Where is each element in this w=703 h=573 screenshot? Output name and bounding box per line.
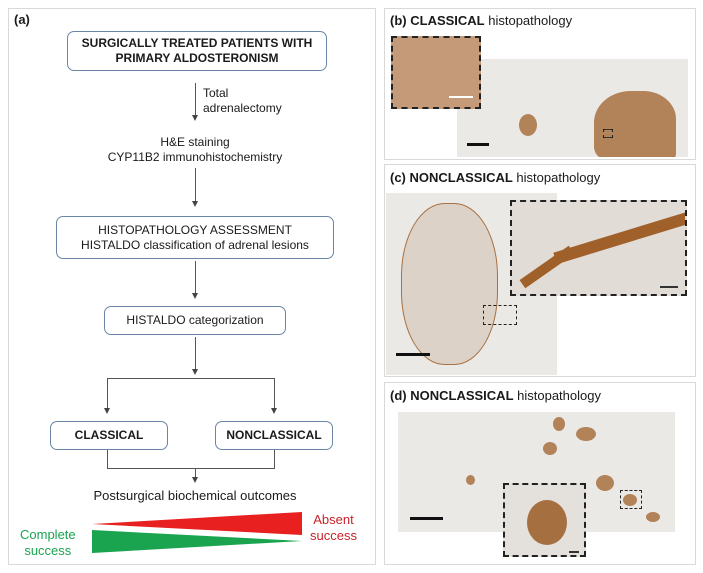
panel-d-bold: NONCLASSICAL xyxy=(410,388,514,403)
absent-line1: Absent xyxy=(313,512,354,527)
categorization-box: HISTALDO categorization xyxy=(104,306,286,335)
connector-5 xyxy=(195,468,196,478)
connector-4 xyxy=(195,337,196,370)
stained-nodule xyxy=(466,475,475,485)
panel-c-bold: NONCLASSICAL xyxy=(409,170,513,185)
categorization-text: HISTALDO categorization xyxy=(126,313,264,327)
panel-b-bold: CLASSICAL xyxy=(410,13,485,28)
stained-band xyxy=(553,211,685,265)
step2-line1: H&E staining xyxy=(160,135,230,149)
merge-right xyxy=(274,450,275,468)
stained-lesion xyxy=(594,91,676,157)
step-adrenalectomy: Total adrenalectomy xyxy=(203,86,282,116)
classical-inset xyxy=(391,36,481,109)
inset-scale-bar xyxy=(449,96,473,98)
stained-region xyxy=(519,114,537,136)
panel-c-title: (c) NONCLASSICAL histopathology xyxy=(390,170,600,185)
stained-nodule xyxy=(596,475,614,491)
absent-line2: success xyxy=(310,528,357,543)
panel-a-flowchart xyxy=(8,8,376,565)
absent-success-wedge xyxy=(92,512,302,535)
arrow-4-icon xyxy=(192,369,198,375)
step2-line2: CYP11B2 immunohistochemistry xyxy=(107,150,283,164)
panel-d-rest: histopathology xyxy=(513,388,601,403)
start-box-line2: PRIMARY ALDOSTERONISM xyxy=(115,51,279,65)
inset-scale-bar xyxy=(569,551,579,553)
stained-nodule xyxy=(553,417,565,431)
complete-success-wedge xyxy=(92,530,302,553)
classical-text: CLASSICAL xyxy=(74,428,144,442)
absent-success-label: Absent success xyxy=(310,512,357,544)
outcomes-text: Postsurgical biochemical outcomes xyxy=(93,488,297,503)
stained-nodule xyxy=(646,512,660,522)
assessment-line1: HISTOPATHOLOGY ASSESSMENT xyxy=(98,222,292,237)
merge-left xyxy=(107,450,108,468)
nonclassical-inset-d xyxy=(503,483,586,557)
arrow-5-icon xyxy=(192,477,198,483)
roi-box xyxy=(483,305,517,325)
roi-box xyxy=(603,129,613,138)
arrow-right-icon xyxy=(271,408,277,414)
arrow-3-icon xyxy=(192,293,198,299)
arrow-2-icon xyxy=(192,201,198,207)
stained-band xyxy=(519,245,575,289)
panel-a-label: (a) xyxy=(14,12,30,27)
classical-histology-image xyxy=(457,59,688,157)
assessment-box: HISTOPATHOLOGY ASSESSMENT HISTALDO class… xyxy=(56,216,334,259)
start-box-line1: SURGICALLY TREATED PATIENTS WITH xyxy=(81,36,313,50)
classical-box: CLASSICAL xyxy=(50,421,168,450)
panel-b-title: (b) CLASSICAL histopathology xyxy=(390,13,572,28)
stained-nodule xyxy=(576,427,596,441)
stained-nodule xyxy=(623,494,637,506)
split-line xyxy=(107,378,275,379)
inset-scale-bar xyxy=(660,286,678,288)
stained-nodule xyxy=(543,442,557,455)
panel-c-letter: (c) xyxy=(390,170,406,185)
stained-nodule xyxy=(527,500,567,545)
start-box: SURGICALLY TREATED PATIENTS WITH PRIMARY… xyxy=(67,31,327,71)
connector-2 xyxy=(195,168,196,202)
arrow-left-icon xyxy=(104,408,110,414)
assessment-line2: HISTALDO classification of adrenal lesio… xyxy=(81,237,309,252)
step1-line2: adrenalectomy xyxy=(203,101,282,115)
connector-left xyxy=(107,378,108,409)
connector-3 xyxy=(195,261,196,294)
connector-1 xyxy=(195,83,196,117)
outcome-wedges xyxy=(92,512,302,553)
tissue-section xyxy=(401,203,498,365)
nonclassical-text: NONCLASSICAL xyxy=(226,428,322,442)
scale-bar xyxy=(396,353,430,356)
step1-line1: Total xyxy=(203,86,229,100)
scale-bar xyxy=(467,143,489,146)
nonclassical-box: NONCLASSICAL xyxy=(215,421,333,450)
nonclassical-inset-c xyxy=(510,200,687,296)
merge-line xyxy=(107,468,275,469)
roi-box xyxy=(620,490,642,509)
panel-d-letter: (d) xyxy=(390,388,407,403)
step-staining: H&E staining CYP11B2 immunohistochemistr… xyxy=(80,135,310,165)
complete-line2: success xyxy=(24,543,72,558)
panel-b-letter: (b) xyxy=(390,13,407,28)
panel-c-rest: histopathology xyxy=(512,170,601,185)
connector-right xyxy=(274,378,275,409)
complete-line1: Complete xyxy=(20,527,76,542)
complete-success-label: Complete success xyxy=(20,527,76,559)
arrow-1-icon xyxy=(192,115,198,121)
nonclassical-histology-image-d xyxy=(398,412,675,532)
panel-b-rest: histopathology xyxy=(484,13,573,28)
panel-d-title: (d) NONCLASSICAL histopathology xyxy=(390,388,601,403)
scale-bar xyxy=(410,517,443,520)
